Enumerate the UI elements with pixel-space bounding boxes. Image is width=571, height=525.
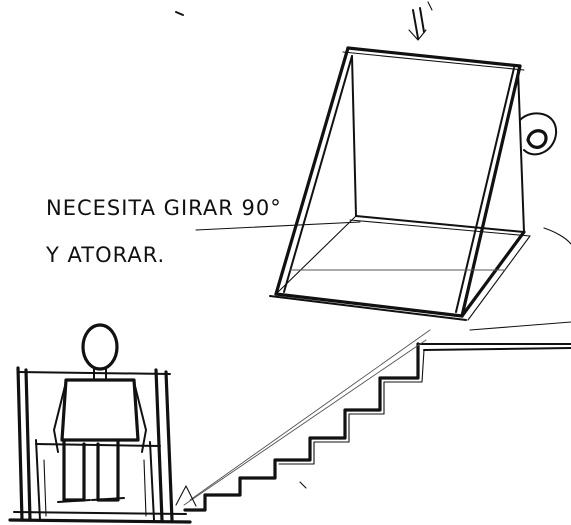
rotation-arrow-mark (408, 1, 433, 41)
guide-line (195, 221, 361, 231)
annotation-line-2: Y ATORAR. (45, 243, 165, 267)
pivot-hinge-sketch (519, 112, 571, 245)
lift-platform-sketch (269, 46, 531, 321)
ground-scribble (175, 481, 307, 507)
wheelchair-user-sketch (8, 323, 192, 524)
staircase-sketch (183, 329, 431, 512)
pencil-dot-mark (175, 11, 184, 16)
annotation-line-1: NECESITA GIRAR 90° (46, 196, 282, 220)
upper-landing (417, 321, 571, 351)
